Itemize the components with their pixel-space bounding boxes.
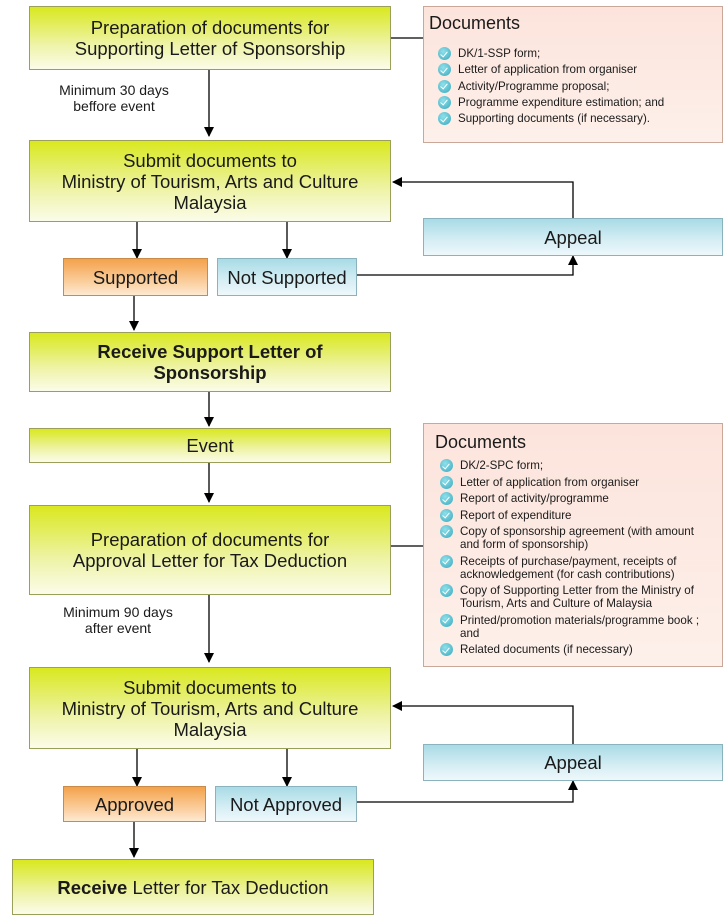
documents-title-2: Documents xyxy=(435,432,527,452)
check-icon xyxy=(440,613,453,627)
check-icon xyxy=(438,47,451,60)
doc-item: Letter of application from organiser xyxy=(438,63,718,77)
min-30-days-note: Minimum 30 days beffore event xyxy=(59,82,169,114)
doc-item: Printed/promotion materials/programme bo… xyxy=(440,613,716,640)
check-icon xyxy=(438,63,451,77)
check-icon xyxy=(440,643,453,656)
documents-title-1: Documents xyxy=(429,13,521,33)
check-icon xyxy=(440,584,453,597)
doc-item: Programme expenditure estimation; and xyxy=(438,95,718,109)
submit-documents-box-2: Submit documents to Ministry of Tourism,… xyxy=(29,667,391,749)
submit-documents-box-1: Submit documents to Ministry of Tourism,… xyxy=(29,140,391,222)
doc-item: DK/2-SPC form; xyxy=(440,459,716,472)
check-icon xyxy=(440,459,453,472)
doc-item: Copy of sponsorship agreement (with amou… xyxy=(440,525,716,551)
documents-list-1: DK/1-SSP form; Letter of application fro… xyxy=(438,47,718,128)
supported-box: Supported xyxy=(63,258,208,296)
doc-item: Supporting documents (if necessary). xyxy=(438,112,718,126)
prep-tax-deduction-box: Preparation of documents for Approval Le… xyxy=(29,505,391,595)
check-icon xyxy=(440,525,453,538)
check-icon xyxy=(440,554,453,568)
check-icon xyxy=(440,508,453,522)
doc-item: Letter of application from organiser xyxy=(440,475,716,489)
doc-item: Report of expenditure xyxy=(440,508,716,522)
appeal-box-2: Appeal xyxy=(423,744,723,781)
check-icon xyxy=(438,95,451,109)
doc-item: Receipts of purchase/payment, receipts o… xyxy=(440,554,716,581)
prep-sponsorship-letter-box: Preparation of documents for Supporting … xyxy=(29,6,391,70)
doc-item: Copy of Supporting Letter from the Minis… xyxy=(440,584,716,610)
receive-tax-deduction-letter-box: Receive Letter for Tax Deduction xyxy=(12,859,374,915)
check-icon xyxy=(438,112,451,126)
not-approved-box: Not Approved xyxy=(215,786,357,822)
documents-panel-1: Documents DK/1-SSP form; Letter of appli… xyxy=(423,6,723,143)
doc-item: Related documents (if necessary) xyxy=(440,643,716,656)
check-icon xyxy=(438,79,451,93)
check-icon xyxy=(440,475,453,489)
doc-item: Activity/Programme proposal; xyxy=(438,79,718,93)
documents-panel-2: Documents DK/2-SPC form; Letter of appli… xyxy=(423,423,723,667)
min-90-days-note: Minimum 90 days after event xyxy=(63,604,173,636)
receive-support-letter-box: Receive Support Letter of Sponsorship xyxy=(29,332,391,392)
not-supported-box: Not Supported xyxy=(217,258,357,296)
doc-item: Report of activity/programme xyxy=(440,492,716,505)
approved-box: Approved xyxy=(63,786,206,822)
appeal-box-1: Appeal xyxy=(423,218,723,256)
documents-list-2: DK/2-SPC form; Letter of application fro… xyxy=(440,459,716,660)
event-box: Event xyxy=(29,428,391,463)
doc-item: DK/1-SSP form; xyxy=(438,47,718,60)
check-icon xyxy=(440,492,453,505)
